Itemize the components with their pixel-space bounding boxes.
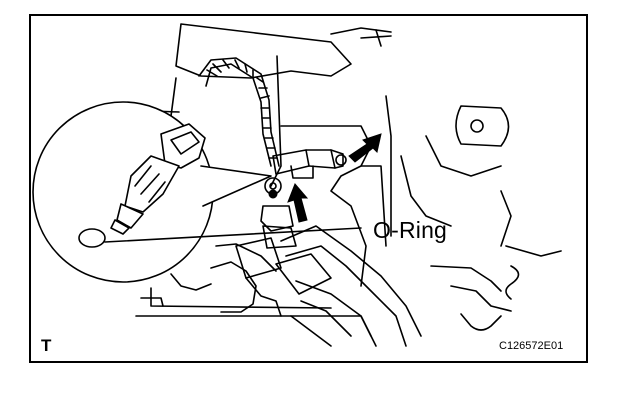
view-marker: T <box>41 336 52 355</box>
sensor-assembly-drawing <box>32 23 562 347</box>
o-ring-label: O-Ring <box>373 217 448 243</box>
arrow-icon <box>287 183 309 223</box>
illustration-frame: O-Ring T C126572E01 <box>29 14 588 363</box>
figure-code: C126572E01 <box>499 340 564 352</box>
arrow-icon <box>348 133 382 163</box>
